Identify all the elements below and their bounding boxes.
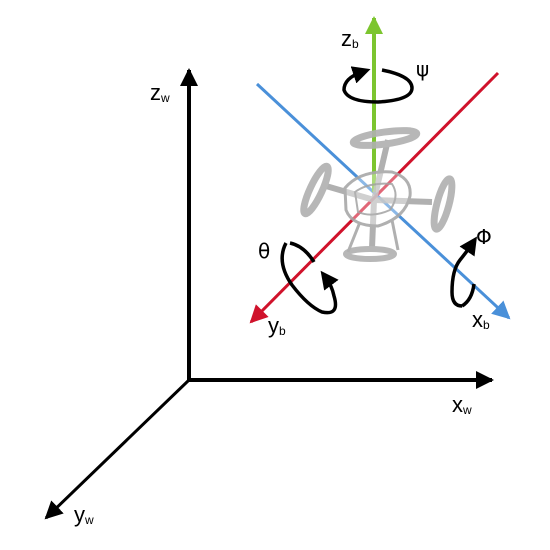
world-x-label: xw <box>452 392 472 417</box>
pitch-label: θ <box>258 239 270 263</box>
roll-rotation-arrow <box>450 236 477 308</box>
world-frame <box>44 68 494 520</box>
quadrotor-drone <box>300 127 456 262</box>
pitch-rotation-arrow <box>280 242 339 315</box>
body-z-label: zb <box>341 26 359 51</box>
world-y-label: yw <box>74 502 94 527</box>
roll-label: Φ <box>476 225 492 249</box>
rotation-arrows <box>280 66 477 315</box>
world-z-label: zw <box>150 80 170 105</box>
yaw-label: ψ <box>416 57 429 81</box>
world-y-axis <box>44 378 191 520</box>
body-x-label: xb <box>472 307 490 332</box>
body-y-label: yb <box>268 313 286 338</box>
yaw-rotation-arrow <box>342 66 414 104</box>
labels: zw xw yw zb xb yb ψ θ Φ <box>74 26 492 527</box>
